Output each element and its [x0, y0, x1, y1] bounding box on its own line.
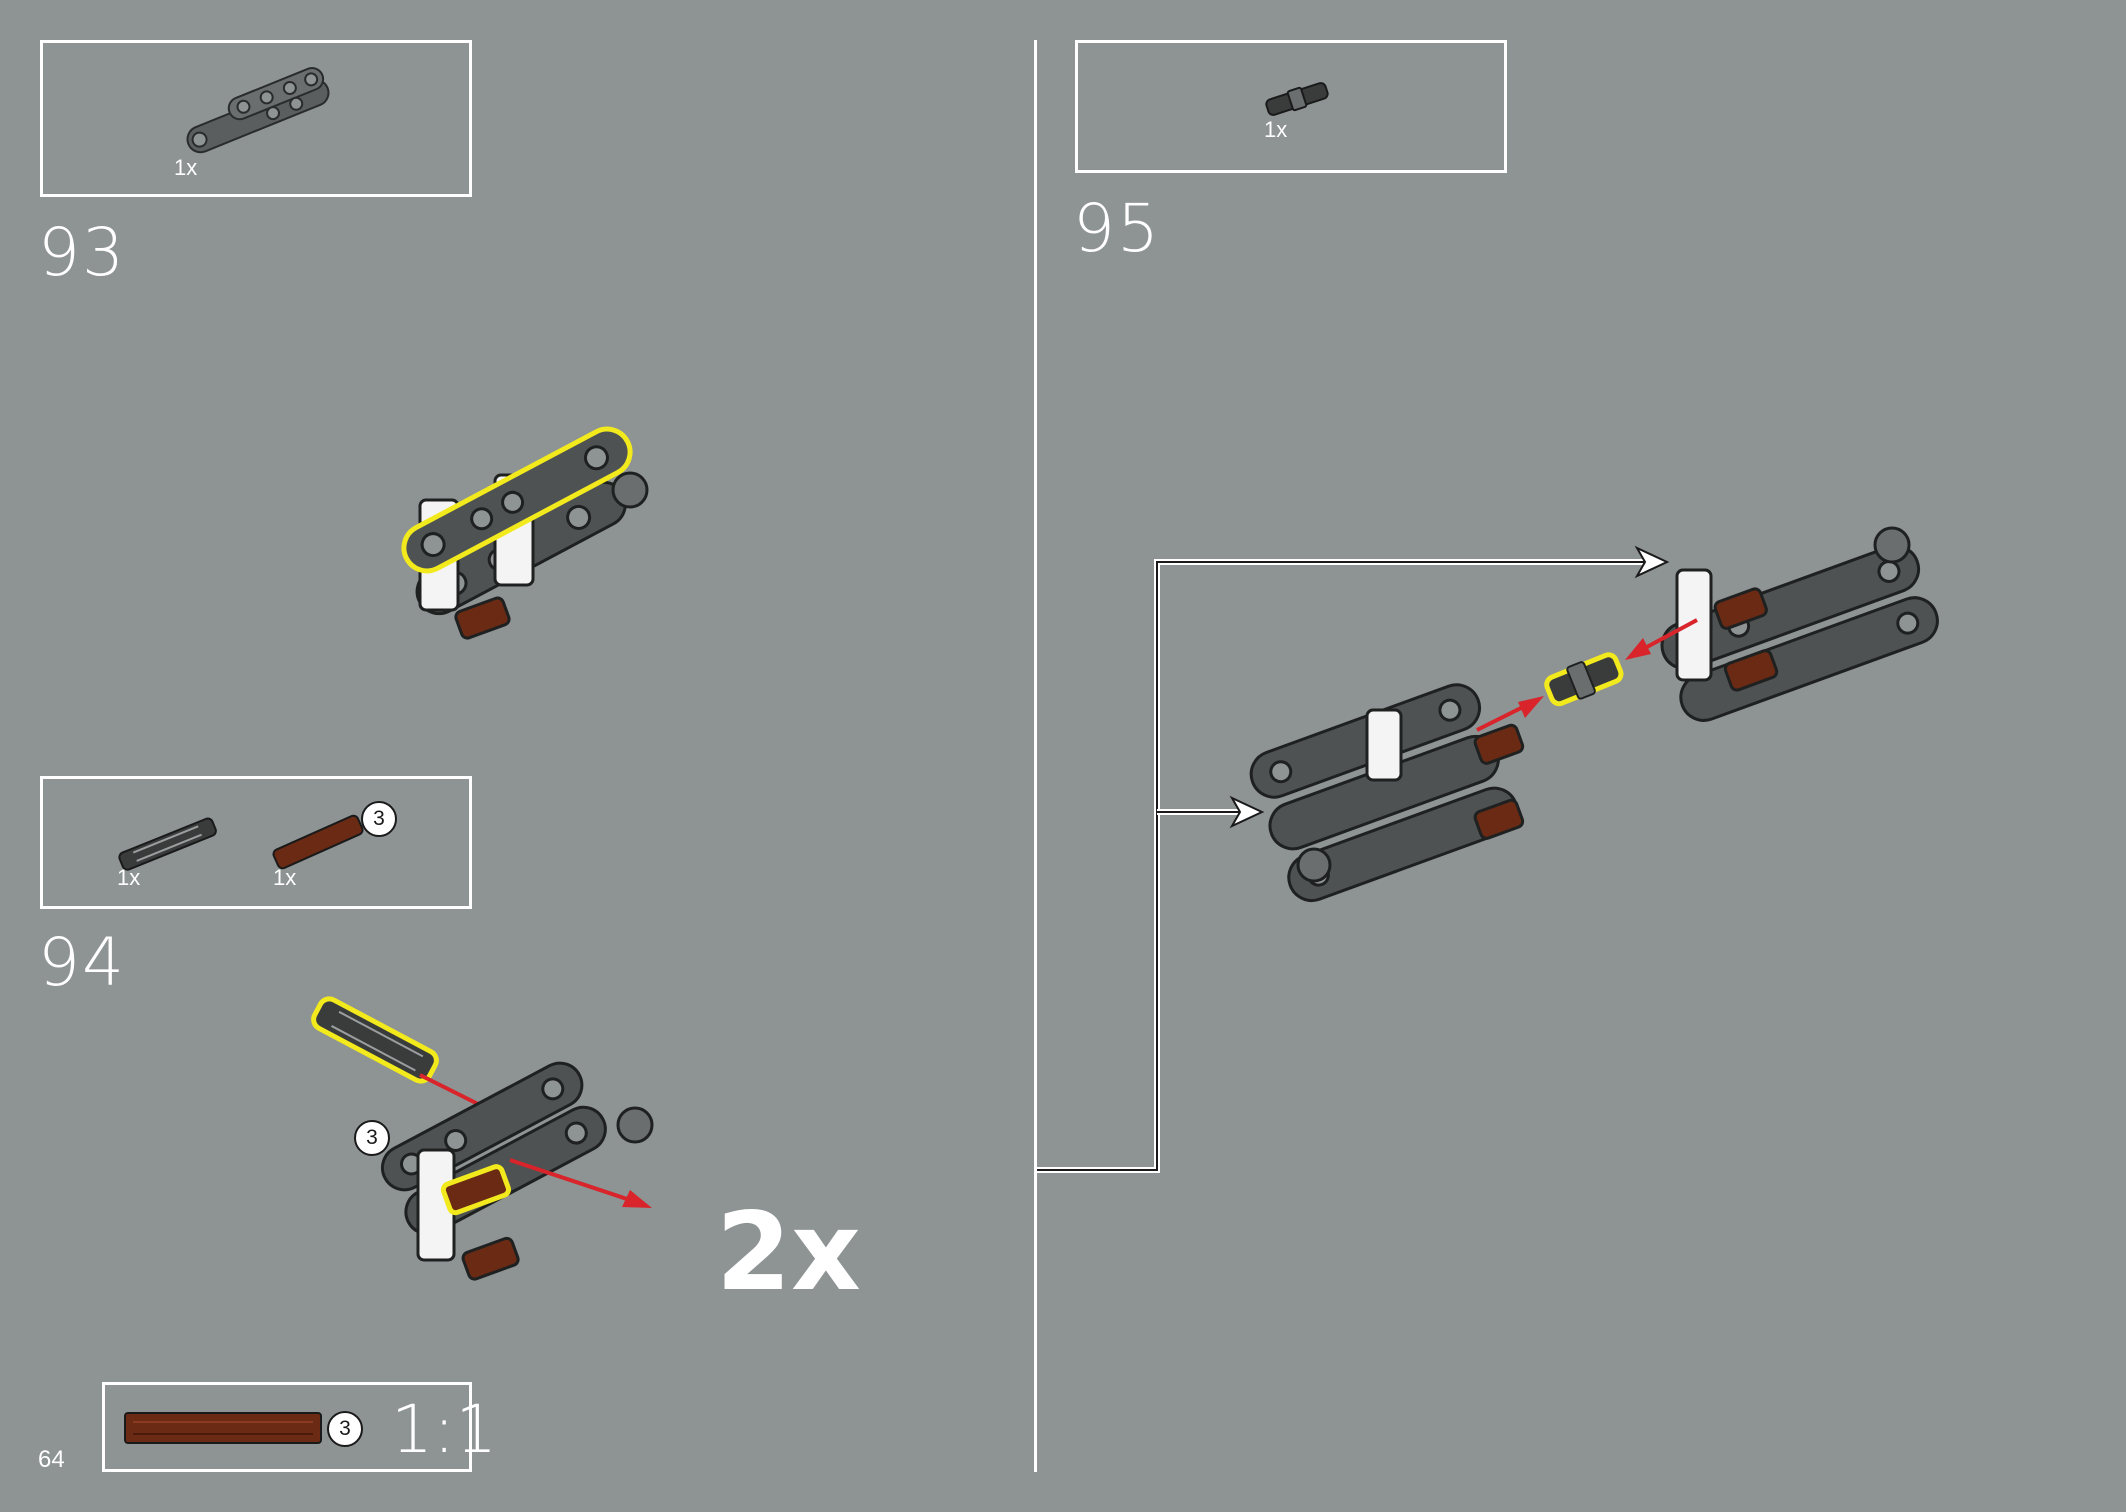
quantity-multiplier: 2x: [716, 1190, 861, 1315]
parts-box-step-93: 1x: [40, 40, 472, 197]
step-number-93: 93: [38, 214, 126, 291]
page-number: 64: [38, 1446, 65, 1473]
part-qty: 1x: [1264, 117, 1288, 142]
step-95-assembly-illustration: [1037, 526, 1939, 1173]
scale-box: 3 1:1: [102, 1382, 497, 1472]
step-number-95: 95: [1073, 190, 1161, 267]
beam-with-ball-icon: [186, 67, 330, 154]
pin-with-axle-icon: [118, 817, 217, 871]
axle-pin-connector-icon: [1265, 82, 1329, 116]
step-number-94: 94: [38, 924, 126, 1001]
page-divider: [1034, 40, 1037, 1472]
part-qty: 1x: [273, 865, 297, 890]
parts-box-step-95: 1x: [1075, 40, 1507, 173]
length-callout: 3: [354, 1120, 390, 1156]
length-callout: 3: [361, 801, 397, 837]
step-94-assembly-illustration: [311, 996, 654, 1281]
part-qty: 1x: [174, 155, 198, 180]
step-93-assembly-illustration: [401, 426, 649, 640]
scale-label: 1:1: [391, 1391, 498, 1468]
axle-3-scale-icon: [124, 1412, 322, 1444]
parts-box-step-94: 1x 3 1x: [40, 776, 472, 909]
axle-3-icon: [272, 814, 364, 870]
length-callout: 3: [327, 1411, 363, 1447]
part-qty: 1x: [117, 865, 141, 890]
